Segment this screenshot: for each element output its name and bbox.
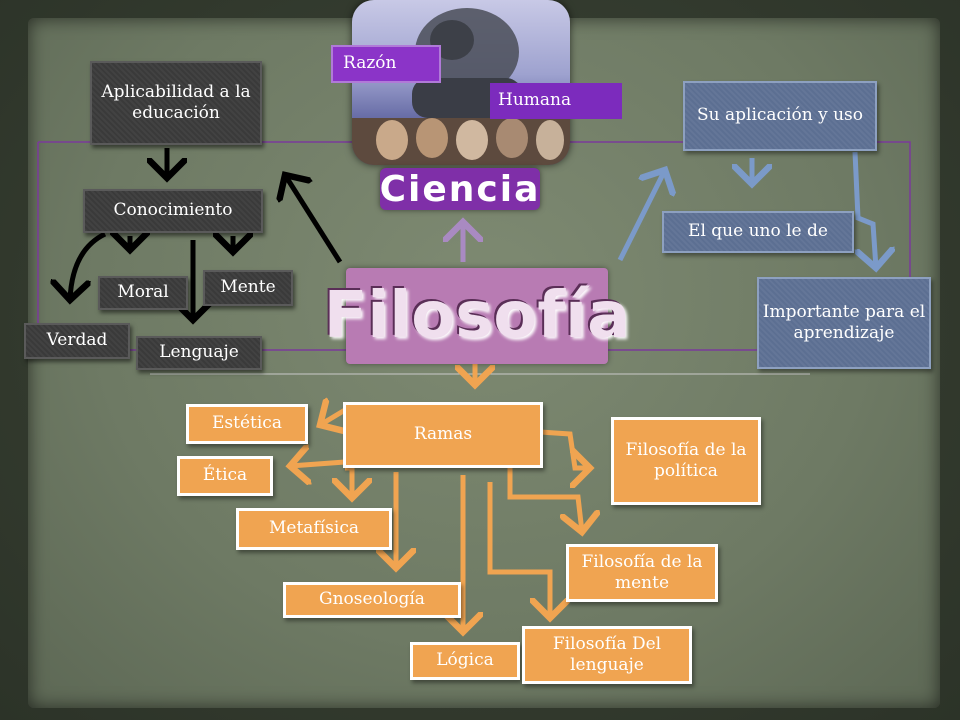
metafisica-box: Metafísica (236, 508, 392, 550)
conocimiento-box: Conocimiento (83, 189, 263, 233)
etica-box: Ética (177, 456, 273, 496)
filosofia-title: Filosofía (324, 268, 630, 364)
ciencia-title: Ciencia (379, 168, 541, 210)
humana-label: Humana (490, 83, 622, 119)
verdad-box: Verdad (24, 323, 130, 359)
importante-box: Importante para el aprendizaje (757, 277, 931, 369)
lenguaje-box: Lenguaje (136, 336, 262, 370)
aplicabilidad-box: Aplicabilidad a la educación (90, 61, 262, 145)
el-que-uno-box: El que uno le de (662, 211, 854, 253)
filosofia-politica-box: Filosofía de la política (611, 417, 761, 505)
razon-label: Razón (331, 45, 441, 83)
filosofia-lenguaje-box: Filosofía Del lenguaje (522, 626, 692, 684)
estetica-box: Estética (186, 404, 308, 444)
filosofia-mente-box: Filosofía de la mente (566, 544, 718, 602)
mente-box: Mente (203, 270, 293, 306)
logica-box: Lógica (410, 642, 520, 680)
gnoseologia-box: Gnoseología (283, 582, 461, 618)
moral-box: Moral (98, 276, 188, 310)
thinker-illustration (352, 8, 570, 165)
ramas-box: Ramas (343, 402, 543, 468)
aplicacion-box: Su aplicación y uso (683, 81, 877, 151)
